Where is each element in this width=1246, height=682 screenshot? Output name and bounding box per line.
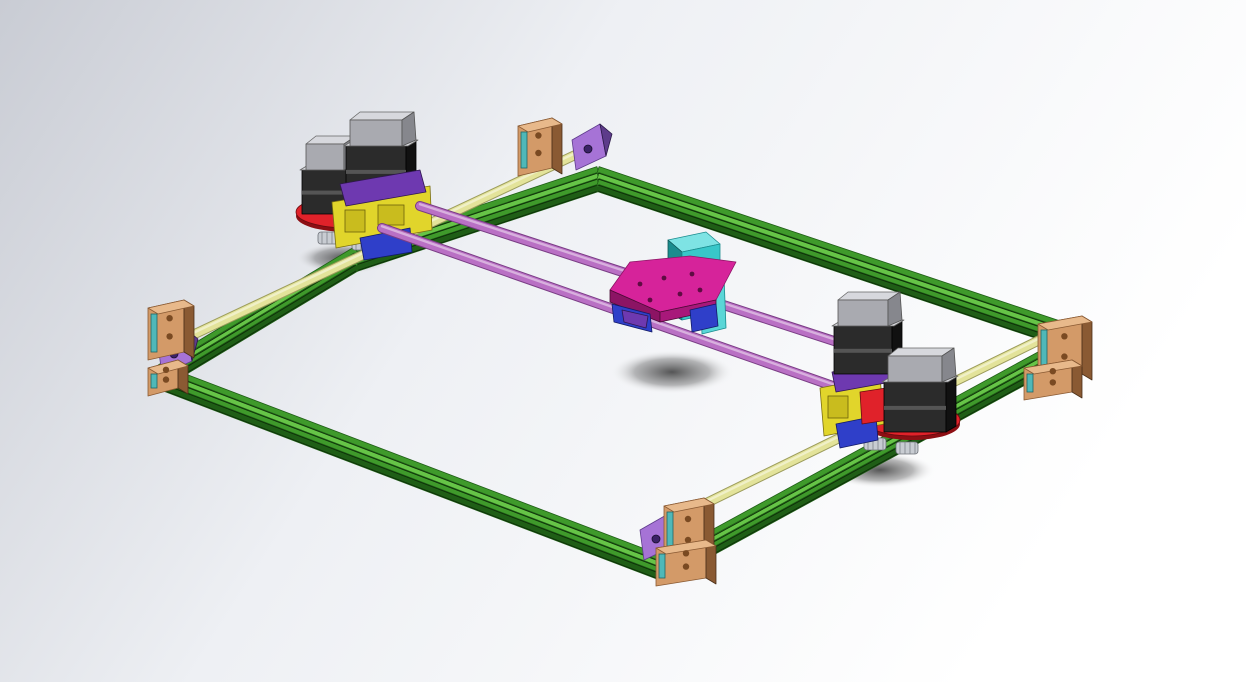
print-head-carriage[interactable] (609, 231, 737, 335)
rod-end-blocks[interactable] (147, 117, 1093, 587)
front-left-beam-slot-3 (159, 388, 665, 582)
front-left-beam-slot-0 (159, 370, 665, 564)
front-lower-end-block-top (655, 539, 717, 555)
front-lower-end-block-hole-top (682, 550, 690, 557)
front-end-block-top (663, 497, 715, 513)
front-end-block-hole-bottom (684, 536, 692, 544)
head-plate-hole-3 (677, 291, 683, 297)
back-corner-bracket-bolt (583, 144, 593, 154)
right-stepper-motor-front-cap-front (887, 355, 943, 383)
back-end-block (517, 117, 563, 177)
left-stepper-motor-front-band (346, 169, 406, 174)
left-stepper-motor-front-cap-front (349, 119, 403, 147)
back-right-beam (596, 166, 1084, 354)
right-end-block-hole-top (1061, 333, 1068, 340)
front-lower-end-block (655, 539, 717, 587)
head-plate-hole-5 (647, 297, 653, 303)
front-right-beam-slot-3 (663, 352, 1083, 582)
left-side-beam-slot-3 (159, 270, 357, 390)
left-end-block-hole-top (166, 315, 173, 322)
left-end-block-top (147, 299, 195, 315)
left-stepper-motor-front-cap-side (401, 111, 417, 147)
right-stepper-motor-rear-band (834, 348, 892, 353)
right-pulley-b (895, 441, 919, 455)
right-end-block-top (1037, 315, 1093, 331)
left-side-beam-slot-2 (159, 264, 357, 384)
left-lower-end-block-accent (150, 373, 158, 389)
back-right-beam-slot-0 (597, 172, 1083, 336)
left-end-block-accent (150, 313, 158, 353)
left-lower-end-block (147, 359, 189, 397)
back-end-block-top (517, 117, 563, 133)
back-end-block-hole-bottom (535, 149, 542, 157)
right-stepper-motor-front (881, 347, 959, 433)
print-head-shadow (610, 350, 734, 394)
front-corner-bracket-bolt (651, 534, 661, 544)
front-right-beam-slot-2 (663, 346, 1083, 576)
head-plate-hole-2 (689, 271, 695, 277)
back-end-block-hole-top (535, 132, 542, 139)
left-carriage-clamp (377, 204, 405, 226)
front-lower-end-block-accent (658, 553, 666, 579)
right-gantry-carriage[interactable] (819, 291, 961, 455)
right-lower-end-block (1023, 359, 1083, 401)
head-bearing-right (689, 303, 719, 333)
head-plate-hole-4 (697, 287, 703, 293)
right-end-block-side (1081, 315, 1093, 381)
back-right-beam-slot-1 (597, 178, 1083, 342)
left-stepper-motor-rear-band (302, 190, 348, 195)
right-end-block-hole-bottom (1061, 353, 1068, 360)
right-stepper-motor-front-cap-side (941, 347, 957, 383)
left-lower-end-block-hole-top (162, 366, 170, 373)
back-right-beam-slot-2 (597, 184, 1083, 348)
head-plate-hole-1 (661, 275, 667, 281)
right-stepper-motor-rear-cap-front (837, 299, 889, 327)
back-left-beam-slot-3 (355, 190, 599, 272)
right-lower-end-block-top (1023, 359, 1083, 375)
right-lower-end-block-accent (1026, 373, 1034, 393)
right-lower-end-block-hole-top (1049, 368, 1057, 375)
left-lower-end-block-top (147, 359, 189, 375)
front-left-beam-slot-2 (159, 382, 665, 576)
left-stepper-motor-rear-cap-front (305, 143, 345, 171)
back-corner-bracket (571, 123, 613, 171)
left-end-block (147, 299, 195, 361)
right-stepper-motor-rear-cap-side (887, 291, 903, 327)
head-bearing-cap (621, 309, 649, 329)
head-plate-hole-0 (637, 281, 643, 287)
back-corner-bracket-side (599, 123, 613, 157)
back-end-block-accent (520, 131, 528, 169)
left-carriage-top (339, 169, 427, 207)
front-left-beam-slot-1 (159, 376, 665, 570)
left-end-block-side (183, 299, 195, 359)
back-right-beam-slot-3 (597, 190, 1083, 354)
right-stepper-motor-rear (831, 291, 905, 375)
right-stepper-motor-front-body-side (945, 375, 957, 433)
left-carriage-clamp-b (344, 209, 366, 233)
front-left-beam (158, 364, 666, 582)
left-lower-end-block-hole-bottom (162, 376, 170, 383)
front-lower-end-block-hole-bottom (682, 563, 690, 570)
front-right-beam-slot-1 (663, 340, 1083, 570)
left-end-block-hole-bottom (166, 333, 173, 340)
right-lower-end-block-hole-bottom (1049, 379, 1057, 386)
right-carriage-clamp (827, 395, 849, 419)
right-stepper-motor-front-band (884, 405, 946, 410)
front-end-block-hole-top (684, 515, 692, 523)
